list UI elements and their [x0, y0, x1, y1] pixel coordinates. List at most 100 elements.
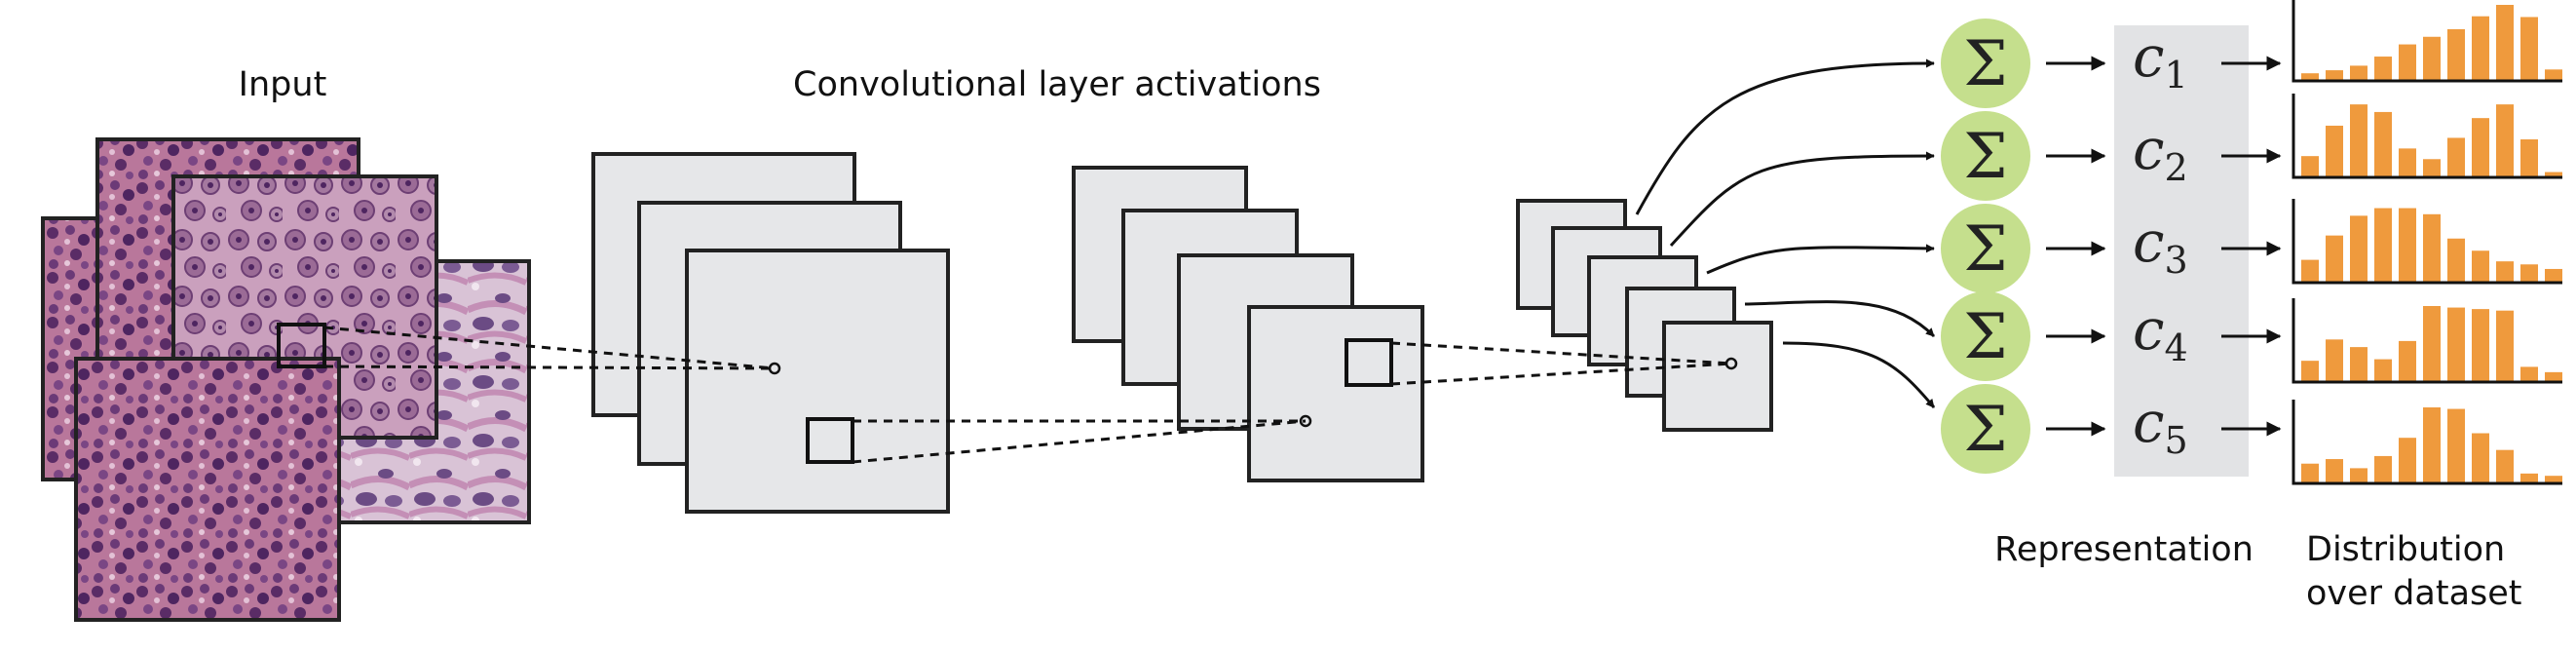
histogram-5 — [2292, 400, 2562, 485]
channel-row-5: Σ c5 — [1941, 384, 2282, 474]
histogram-bar — [2472, 16, 2489, 82]
histogram-bar — [2423, 407, 2441, 483]
feature-map — [1662, 321, 1773, 432]
histogram-axis — [2292, 298, 2562, 384]
histogram-bar — [2520, 139, 2538, 177]
histogram-bar — [2472, 433, 2489, 483]
histogram-bar — [2545, 268, 2562, 283]
input-image-stack — [41, 137, 531, 622]
sum-symbol: Σ — [1963, 28, 2007, 100]
channel-row-4: Σ c4 — [1941, 291, 2282, 381]
channel-row-2: Σ c2 — [1941, 111, 2282, 201]
channel-symbol: c5 — [2133, 389, 2188, 462]
histogram-bar — [2399, 340, 2416, 382]
feature-map-stack-2 — [1072, 166, 1424, 482]
channel-row-1: Σ c1 — [1941, 19, 2282, 108]
histogram-bar — [2301, 361, 2319, 382]
channel-rows: Σ c1 Σ c2 Σ c3 Σ c4 Σ — [1941, 19, 2282, 474]
histogram-bar — [2520, 264, 2538, 283]
representation-box — [2114, 25, 2249, 477]
receptive-field-box — [806, 417, 854, 464]
sum-node — [1941, 204, 2030, 293]
histogram-bar — [2545, 476, 2562, 483]
channel-symbol: c2 — [2133, 116, 2188, 189]
histogram-bar — [2374, 111, 2392, 177]
histogram-bar — [2496, 104, 2514, 177]
histogram-bar — [2520, 366, 2538, 382]
histogram-bar — [2374, 359, 2392, 382]
histogram-bar — [2301, 463, 2319, 483]
sum-node — [1941, 291, 2030, 381]
histogram-bar — [2326, 70, 2343, 81]
histogram-bar — [2350, 65, 2368, 81]
histogram-bar — [2301, 156, 2319, 177]
channel-symbol: c1 — [2133, 23, 2188, 96]
histogram-bar — [2350, 215, 2368, 283]
receptive-field-box — [277, 323, 326, 368]
histogram-bar — [2399, 148, 2416, 177]
feature-map-stack-1 — [591, 152, 950, 514]
histogram-bar — [2447, 307, 2465, 382]
histogram-bar — [2496, 449, 2514, 483]
receptive-field-connections — [323, 326, 1738, 464]
histogram-bar — [2399, 44, 2416, 81]
distribution-label-line2: over dataset — [2306, 574, 2522, 613]
histogram-bar — [2447, 238, 2465, 283]
sum-node — [1941, 384, 2030, 474]
histogram-bar — [2520, 17, 2538, 82]
histogram-bar — [2447, 137, 2465, 177]
histogram-bar — [2350, 104, 2368, 177]
histogram-bar — [2496, 261, 2514, 283]
histogram-bar — [2423, 306, 2441, 382]
histogram-axis — [2292, 0, 2562, 83]
channel-symbol: c3 — [2133, 209, 2188, 282]
histogram-bar — [2423, 159, 2441, 177]
histogram-bar — [2301, 259, 2319, 283]
histogram-bar — [2545, 371, 2562, 382]
histogram-bar — [2350, 468, 2368, 483]
sum-symbol: Σ — [1963, 213, 2007, 286]
histogram-bar — [2374, 208, 2392, 283]
receptive-field-box — [1345, 338, 1393, 387]
histogram-bar — [2520, 473, 2538, 483]
pooling-arrows — [1635, 58, 1936, 408]
conv-activations-label: Convolutional layer activations — [793, 65, 1321, 104]
histogram-bar — [2350, 347, 2368, 382]
histogram-bar — [2447, 408, 2465, 483]
feature-map — [1247, 305, 1424, 482]
sum-node — [1941, 19, 2030, 108]
histogram-bar — [2374, 57, 2392, 81]
histogram-3 — [2292, 199, 2562, 285]
sum-symbol: Σ — [1963, 121, 2007, 193]
histogram-2 — [2292, 94, 2562, 179]
histogram-axis — [2292, 400, 2562, 485]
histogram-bar — [2374, 455, 2392, 483]
histogram-bar — [2472, 309, 2489, 382]
feature-map-stack-3 — [1516, 199, 1773, 432]
histogram-bar — [2496, 5, 2514, 81]
representation-label: Representation — [1994, 530, 2254, 569]
histogram-bar — [2326, 125, 2343, 177]
input-label: Input — [239, 65, 327, 104]
channel-symbol: c4 — [2133, 296, 2188, 369]
histogram-axis — [2292, 199, 2562, 285]
histogram-bar — [2326, 459, 2343, 483]
histogram-bar — [2472, 250, 2489, 283]
sum-node — [1941, 111, 2030, 201]
histogram-bar — [2399, 208, 2416, 283]
histogram-bar — [2545, 69, 2562, 81]
histogram-1 — [2292, 0, 2562, 83]
histogram-bar — [2399, 438, 2416, 483]
channel-row-3: Σ c3 — [1941, 204, 2282, 293]
histogram-axis — [2292, 94, 2562, 179]
histogram-4 — [2292, 298, 2562, 384]
sum-symbol: Σ — [1963, 301, 2007, 373]
histogram-bar — [2472, 118, 2489, 177]
distribution-label-line1: Distribution — [2306, 530, 2505, 569]
histogram-bar — [2301, 73, 2319, 81]
histogram-bar — [2423, 213, 2441, 283]
histogram-bar — [2326, 339, 2343, 382]
histogram-bar — [2326, 235, 2343, 283]
feature-map — [685, 249, 950, 514]
